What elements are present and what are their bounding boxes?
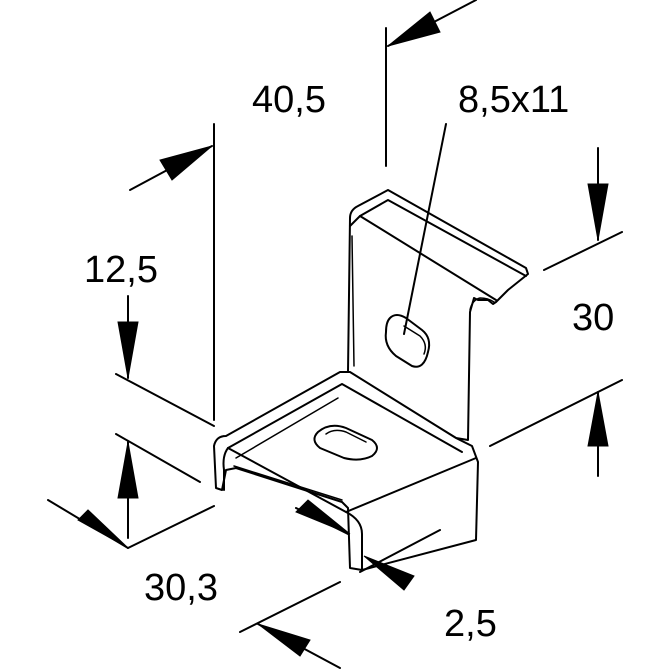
base-bend-left: [222, 447, 229, 491]
base-top-edge: [227, 383, 463, 453]
ext-line-30-bottom: [489, 379, 623, 447]
ext-line-12-5-bottom: [115, 433, 201, 483]
label-width: 30,3: [144, 567, 218, 609]
arrow-12-5-up: [117, 441, 139, 499]
arrow-12-5-down: [117, 321, 139, 379]
arrow-2-5-in: [363, 555, 415, 591]
dim-line-30-3: [127, 505, 215, 549]
base-slot-inner: [325, 429, 367, 443]
label-total-height: 30: [572, 297, 614, 339]
lip-bend: [469, 297, 495, 311]
arrow-30-3-left: [77, 509, 129, 549]
arrow-2-5-bottom: [257, 623, 311, 657]
arrow-30-3-right: [295, 499, 351, 535]
label-thickness: 2,5: [444, 603, 497, 645]
label-length-top: 40,5: [252, 79, 326, 121]
ext-line-12-5-top: [115, 373, 215, 427]
leader-hole: [403, 123, 447, 335]
dimension-labels: 40,5 8,5x11 12,5 30 30,3 2,5: [84, 79, 614, 645]
dimension-lines: [47, 0, 623, 669]
top-lip-front: [359, 199, 527, 277]
label-hole: 8,5x11: [458, 79, 569, 121]
arrow-30-up: [587, 391, 609, 447]
bracket-part: [213, 189, 529, 571]
arrow-40-5-left: [159, 145, 213, 181]
base-bend-right: [345, 511, 363, 571]
base-shade: [235, 397, 339, 459]
ext-line-30-top: [543, 231, 623, 271]
vertical-slot-hole: [384, 314, 431, 368]
ext-line-2-5-a: [359, 529, 441, 573]
dim-line-2-5: [239, 581, 341, 633]
arrow-30-down: [587, 183, 609, 241]
arrow-40-5-right: [387, 11, 441, 47]
base-slot-hole: [313, 424, 378, 461]
label-flange-height: 12,5: [84, 249, 158, 291]
plate-shade: [351, 235, 355, 367]
vertical-slot-inner: [403, 325, 427, 355]
base-underside: [233, 465, 343, 501]
